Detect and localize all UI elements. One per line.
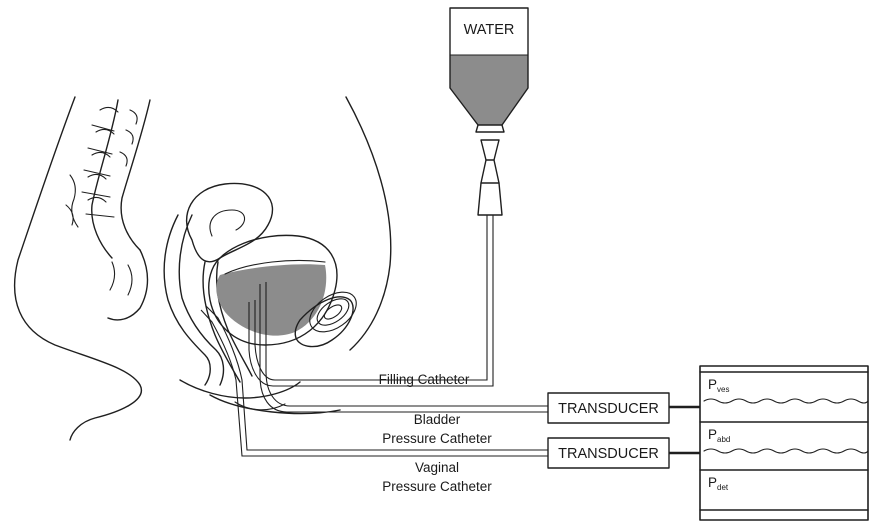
water-label: WATER [464,22,515,38]
thigh-contour [210,395,340,414]
channel-abd-label: Pabd [708,427,730,444]
drip-chamber [476,125,504,215]
bladder-catheter-label-1: Bladder [414,412,461,427]
channel-abd-trace [704,449,868,453]
channel-ves-label: Pves [708,377,729,394]
transducer-1-label: TRANSDUCER [558,401,659,417]
spine [66,100,150,258]
water-bag: WATER [450,8,528,125]
bladder-fill [216,264,326,335]
back-contour [15,97,142,440]
transducer-1: TRANSDUCER [548,393,669,423]
sacrum [108,250,148,320]
water-level-fill [450,55,528,125]
filling-catheter-label: Filling Catheter [379,372,470,387]
channel-ves-trace [704,399,868,403]
bladder-catheter-label-2: Pressure Catheter [382,431,492,446]
perineum [180,380,300,398]
transducer-2-label: TRANSDUCER [558,446,659,462]
pelvis-anatomy [15,97,391,440]
vaginal-catheter-label-2: Pressure Catheter [382,479,492,494]
rectum [164,215,210,385]
channel-det-label: Pdet [708,475,729,492]
pressure-recorder: Pves Pabd Pdet [700,366,868,520]
vaginal-catheter-label-1: Vaginal [415,460,459,475]
transducer-2: TRANSDUCER [548,438,669,468]
